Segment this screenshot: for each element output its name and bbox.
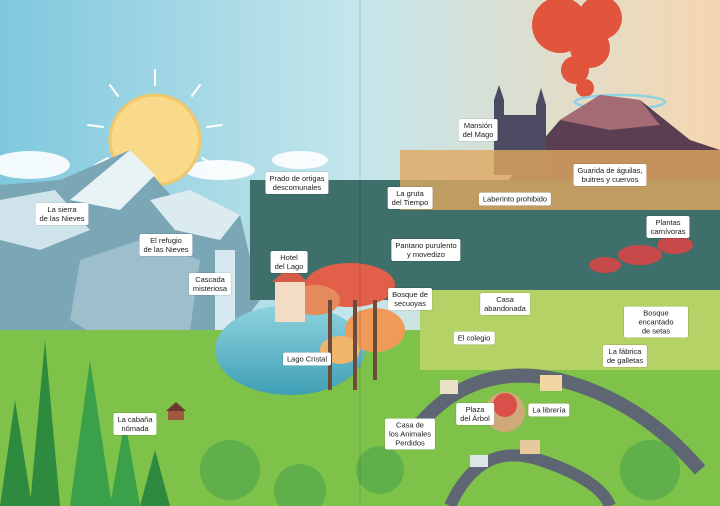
autumn-trunks: [328, 300, 377, 390]
lake: [215, 305, 365, 395]
bushes: [200, 440, 680, 506]
label-casa-abandonada: Casa abandonada: [480, 293, 530, 315]
label-casa-animales: Casa de los Animales Perdidos: [384, 418, 436, 450]
label-colegio: El colegio: [453, 331, 495, 345]
page-fold: [359, 0, 361, 506]
carnivorous-plants: [589, 236, 693, 273]
label-cabana: La cabaña nómada: [113, 413, 157, 435]
label-pantano: Pantano purulento y movedizo: [391, 239, 461, 261]
label-fabrica: La fábrica de galletas: [602, 345, 648, 367]
volcano-smoke: [532, 0, 622, 97]
castle: [494, 85, 546, 175]
label-laberinto: Laberinto prohibido: [478, 192, 552, 206]
label-guarida: Guarida de águilas, buitres y cuervos: [573, 164, 647, 186]
label-bosque-setas: Bosque encantado de setas: [624, 306, 688, 338]
label-refugio: El refugio de las Nieves: [139, 234, 193, 256]
label-prado: Prado de ortigas descomunales: [265, 172, 329, 194]
clouds: [0, 151, 328, 180]
label-cascada: Cascada misteriosa: [188, 273, 232, 295]
label-lago: Lago Cristal: [282, 352, 332, 366]
label-libreria: La librería: [528, 403, 570, 417]
label-plantas: Plantas carnívoras: [646, 216, 690, 238]
autumn-band: [400, 150, 720, 210]
waterfall: [215, 250, 235, 340]
hotel-building: [272, 266, 308, 322]
town: [409, 368, 706, 506]
pine-trees: [0, 340, 170, 506]
label-gruta: La gruta del Tiempo: [387, 187, 433, 209]
cabin: [166, 402, 186, 420]
label-sierra: La sierra de las Nieves: [35, 203, 89, 225]
label-hotel: Hotel del Lago: [270, 251, 308, 273]
label-bosque-secuoyas: Bosque de secuoyas: [388, 288, 432, 310]
label-mansion: Mansión del Mago: [458, 119, 498, 141]
label-plaza: Plaza del Árbol: [456, 403, 494, 425]
